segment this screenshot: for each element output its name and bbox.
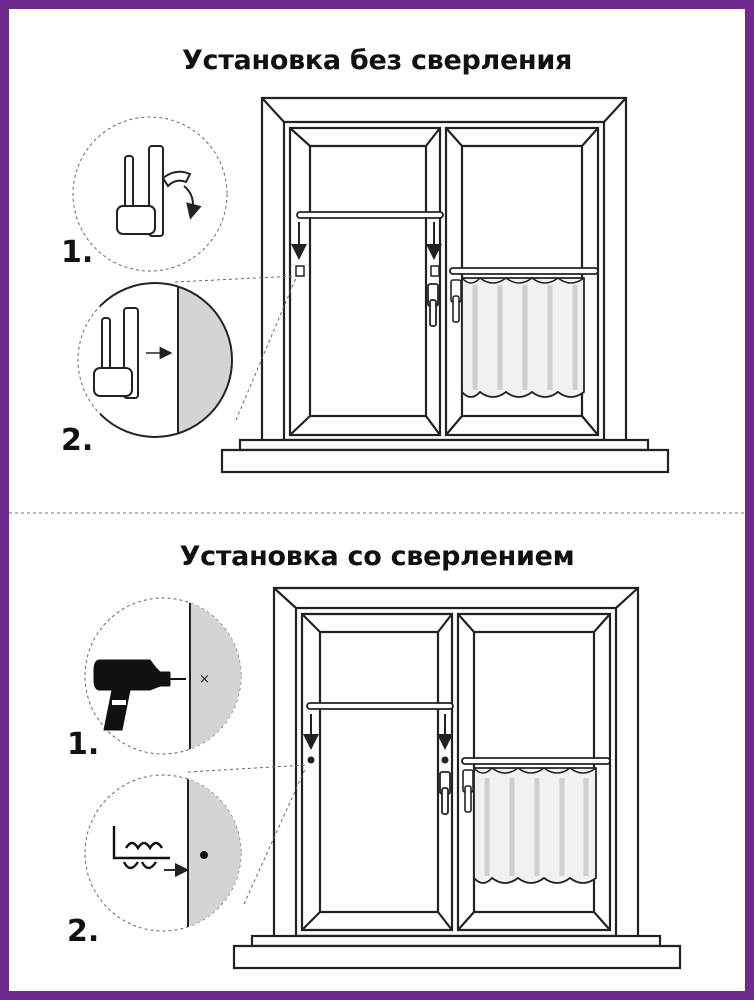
step-label-2-bottom: 2. (67, 914, 100, 949)
mount-arrows-bottom (303, 714, 453, 764)
section-title-drilling: Установка со сверлением (179, 541, 575, 572)
detail-circle-1-bottom: × (84, 597, 242, 755)
rod-bottom-left (306, 702, 454, 710)
step-label-1-top: 1. (61, 235, 94, 270)
detail-circle-1-top (72, 116, 228, 272)
window-handle-bottom (439, 771, 451, 815)
rod-top-left (296, 211, 444, 219)
drill-mark: × (199, 672, 210, 687)
screw-hole (200, 851, 208, 859)
mount-arrows-top (291, 222, 442, 277)
detail-circle-2-bottom (84, 774, 242, 932)
step-label-1-bottom: 1. (67, 727, 100, 762)
step-label-2-top: 2. (61, 423, 94, 458)
curtain-top (449, 267, 599, 398)
detail-circle-2-top (78, 280, 238, 440)
drill-icon (93, 659, 186, 731)
curtain-bottom (461, 757, 611, 884)
window-handle-top (427, 283, 439, 327)
callout-lines-bottom (187, 764, 307, 905)
section-title-no-drilling: Установка без сверления (181, 45, 572, 76)
callout-lines-top (174, 275, 297, 421)
screw-icon (112, 826, 190, 878)
window-top (220, 96, 670, 474)
